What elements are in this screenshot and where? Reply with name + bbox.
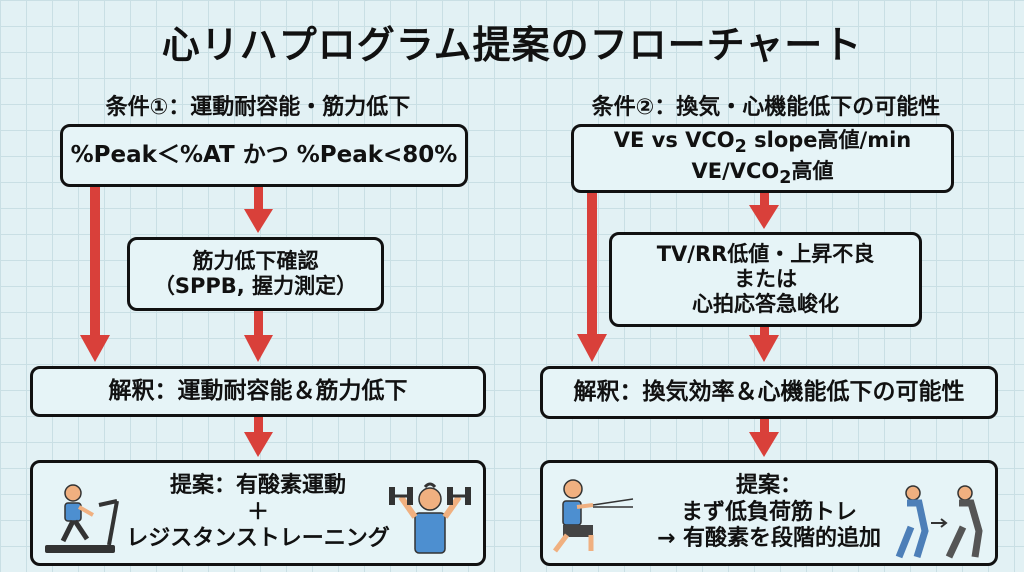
left-proposal-line3: レジスタンストレーニング <box>126 526 390 552</box>
left-condition-box: %Peak＜%AT かつ %Peak<80% <box>60 124 468 187</box>
right-interpretation-box: 解釈：換気効率＆心機能低下の可能性 <box>540 366 998 419</box>
right-interpretation-text: 解釈：換気効率＆心機能低下の可能性 <box>573 378 965 405</box>
left-condition-text: %Peak＜%AT かつ %Peak<80% <box>70 141 458 168</box>
left-proposal-line2: ＋ <box>246 499 269 525</box>
right-check-line3: 心拍応答急峻化 <box>692 292 839 317</box>
subscript-2: 2 <box>734 137 747 158</box>
right-proposal-line2: まず低負荷筋トレ <box>680 499 857 525</box>
right-condition-header: 条件②：換気・心機能低下の可能性 <box>591 95 941 120</box>
right-proposal-box: 提案： まず低負荷筋トレ → 有酸素を段階的追加 <box>540 460 998 566</box>
arrow-left-interp-to-proposal <box>244 417 273 457</box>
treadmill-runner-icon <box>45 484 119 553</box>
right-condition-line2: VE/VCO2高値 <box>692 159 834 189</box>
arrow-left-check-to-interp <box>244 311 273 362</box>
arrow-left-bypass <box>80 187 110 362</box>
left-interpretation-text: 解釈：運動耐容能＆筋力低下 <box>108 377 408 404</box>
right-proposal-line3: → 有酸素を段階的追加 <box>656 526 882 552</box>
right-condition-line1-b: slope高値/min <box>746 128 912 153</box>
right-condition-box: VE vs VCO2 slope高値/min VE/VCO2高値 <box>571 124 954 193</box>
left-check-line2: （SPPB, 握力測定） <box>153 274 358 298</box>
arrow-right-interp-to-proposal <box>749 419 779 457</box>
resistance-band-exercise-icon <box>553 479 634 553</box>
left-proposal-box: 提案：有酸素運動 ＋ レジスタンストレーニング <box>30 460 486 566</box>
left-check-line1: 筋力低下確認 <box>192 248 319 273</box>
right-condition-line1: VE vs VCO2 slope高値/min <box>614 128 912 158</box>
left-interpretation-box: 解釈：運動耐容能＆筋力低下 <box>30 366 486 417</box>
arrow-left-to-check <box>244 187 273 233</box>
right-condition-line2-a: VE/VCO <box>691 158 780 183</box>
arrow-right-bypass <box>577 193 607 362</box>
right-condition-line2-b: 高値 <box>791 158 834 183</box>
subscript-2: 2 <box>779 167 792 188</box>
right-condition-line1-a: VE vs VCO <box>613 128 735 153</box>
arrow-right-to-check <box>749 193 779 229</box>
left-check-box: 筋力低下確認 （SPPB, 握力測定） <box>127 237 384 311</box>
walking-progression-icon <box>895 485 983 559</box>
dumbbell-lifter-icon <box>389 482 471 554</box>
arrow-right-check-to-interp <box>749 327 779 362</box>
right-proposal-line1: 提案： <box>735 473 802 499</box>
left-condition-header: 条件①：運動耐容能・筋力低下 <box>105 95 411 120</box>
right-check-line2: または <box>734 266 797 291</box>
right-check-box: TV/RR低値・上昇不良 または 心拍応答急峻化 <box>609 232 922 327</box>
page-title: 心リハプログラム提案のフローチャート <box>161 23 863 67</box>
right-check-line1: TV/RR低値・上昇不良 <box>656 241 875 266</box>
left-proposal-line1: 提案：有酸素運動 <box>169 473 346 499</box>
